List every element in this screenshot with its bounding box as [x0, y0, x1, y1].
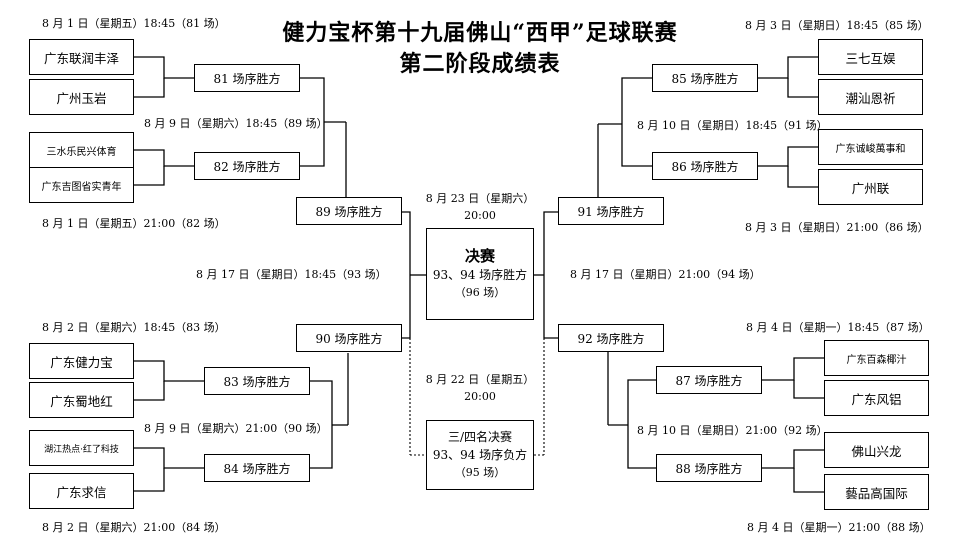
team-box: 广东联润丰泽: [29, 39, 134, 75]
team-box: 广东诚峻萬事和: [818, 129, 923, 165]
match-label-91: 8 月 10 日（星期日）18:45（91 场）: [637, 119, 828, 132]
connector-84b: [134, 468, 165, 492]
third-place-date: 8 月 22 日（星期五）: [425, 373, 535, 386]
connector-84: [134, 447, 204, 469]
match-label-81: 8 月 1 日（星期五）18:45（81 场）: [42, 17, 226, 30]
team-box: 广州玉岩: [29, 79, 134, 115]
result-box-82: 82 场序胜方: [194, 152, 300, 180]
result-box-88: 88 场序胜方: [656, 454, 762, 482]
match-label-85: 8 月 3 日（星期日）18:45（85 场）: [745, 19, 929, 32]
connector-85: [758, 56, 818, 79]
result-box-89: 89 场序胜方: [296, 197, 402, 225]
third-place-match: （95 场）: [454, 466, 506, 479]
connector-85b: [787, 78, 818, 98]
connector-82: [134, 149, 194, 167]
result-box-83: 83 场序胜方: [204, 367, 310, 395]
connector-83: [134, 360, 204, 382]
result-box-84: 84 场序胜方: [204, 454, 310, 482]
connector-81: [134, 56, 194, 79]
team-box: 广东求信: [29, 473, 134, 509]
result-box-81: 81 场序胜方: [194, 64, 300, 92]
connector-88b: [793, 468, 824, 493]
connector-93: [402, 211, 411, 339]
final-time: 20:00: [464, 209, 496, 222]
third-place-title: 三/四名决赛: [447, 430, 513, 444]
final-match: （96 场）: [454, 286, 506, 299]
connector-81b: [134, 78, 165, 98]
team-box: 佛山兴龙: [824, 432, 929, 468]
connector-87: [762, 357, 824, 381]
match-label-82: 8 月 1 日（星期五）21:00（82 场）: [42, 217, 226, 230]
connector-94: [543, 211, 558, 339]
match-label-86: 8 月 3 日（星期日）21:00（86 场）: [745, 221, 929, 234]
team-box: 藝品高国际: [824, 474, 929, 510]
result-box-86: 86 场序胜方: [652, 152, 758, 180]
page-subtitle: 第二阶段成绩表: [399, 51, 561, 77]
match-label-83: 8 月 2 日（星期六）18:45（83 场）: [42, 321, 226, 334]
connector-92: [627, 379, 656, 469]
final-box: 决赛 93、94 场序胜方 （96 场）: [426, 228, 534, 320]
match-label-89: 8 月 9 日（星期六）18:45（89 场）: [144, 117, 328, 130]
match-label-90: 8 月 9 日（星期六）21:00（90 场）: [144, 422, 328, 435]
team-box: 三水乐民兴体育: [29, 132, 134, 168]
result-box-85: 85 场序胜方: [652, 64, 758, 92]
team-box: 潮汕恩祈: [818, 79, 923, 115]
match-label-94: 8 月 17 日（星期日）21:00（94 场）: [570, 268, 761, 281]
team-box: 广东健力宝: [29, 343, 134, 379]
connector-83b: [134, 381, 165, 401]
team-box: 广东风铝: [824, 380, 929, 416]
match-label-84: 8 月 2 日（星期六）21:00（84 场）: [42, 521, 226, 534]
connector-82b: [134, 166, 165, 186]
match-label-92: 8 月 10 日（星期日）21:00（92 场）: [637, 424, 828, 437]
team-box: 广东蜀地红: [29, 382, 134, 418]
connector-91: [621, 77, 652, 167]
team-box: 广州联: [818, 169, 923, 205]
match-label-88: 8 月 4 日（星期一）21:00（88 场）: [747, 521, 931, 534]
result-box-87: 87 场序胜方: [656, 366, 762, 394]
team-box: 广东百森椰汁: [824, 340, 929, 376]
match-label-87: 8 月 4 日（星期一）18:45（87 场）: [746, 321, 930, 334]
team-box: 湖江热点·红了科技: [29, 430, 134, 466]
result-box-90: 90 场序胜方: [296, 324, 402, 352]
third-place-time: 20:00: [464, 390, 496, 403]
match-label-93: 8 月 17 日（星期日）18:45（93 场）: [196, 268, 387, 281]
connector-86b: [787, 166, 818, 188]
team-box: 三七互娱: [818, 39, 923, 75]
final-date: 8 月 23 日（星期六）: [425, 192, 535, 205]
result-box-91: 91 场序胜方: [558, 197, 664, 225]
third-place-desc: 93、94 场序负方: [432, 448, 528, 462]
result-box-92: 92 场序胜方: [558, 324, 664, 352]
team-box: 广东吉图省实青年: [29, 167, 134, 203]
connector-88: [762, 449, 824, 469]
final-title: 决赛: [464, 247, 495, 265]
final-desc: 93、94 场序胜方: [432, 268, 528, 282]
connector-87b: [793, 380, 824, 399]
third-place-box: 三/四名决赛 93、94 场序负方 （95 场）: [426, 420, 534, 490]
connector-86: [758, 146, 818, 167]
page-title: 健力宝杯第十九届佛山“西甲”足球联赛: [282, 20, 678, 46]
